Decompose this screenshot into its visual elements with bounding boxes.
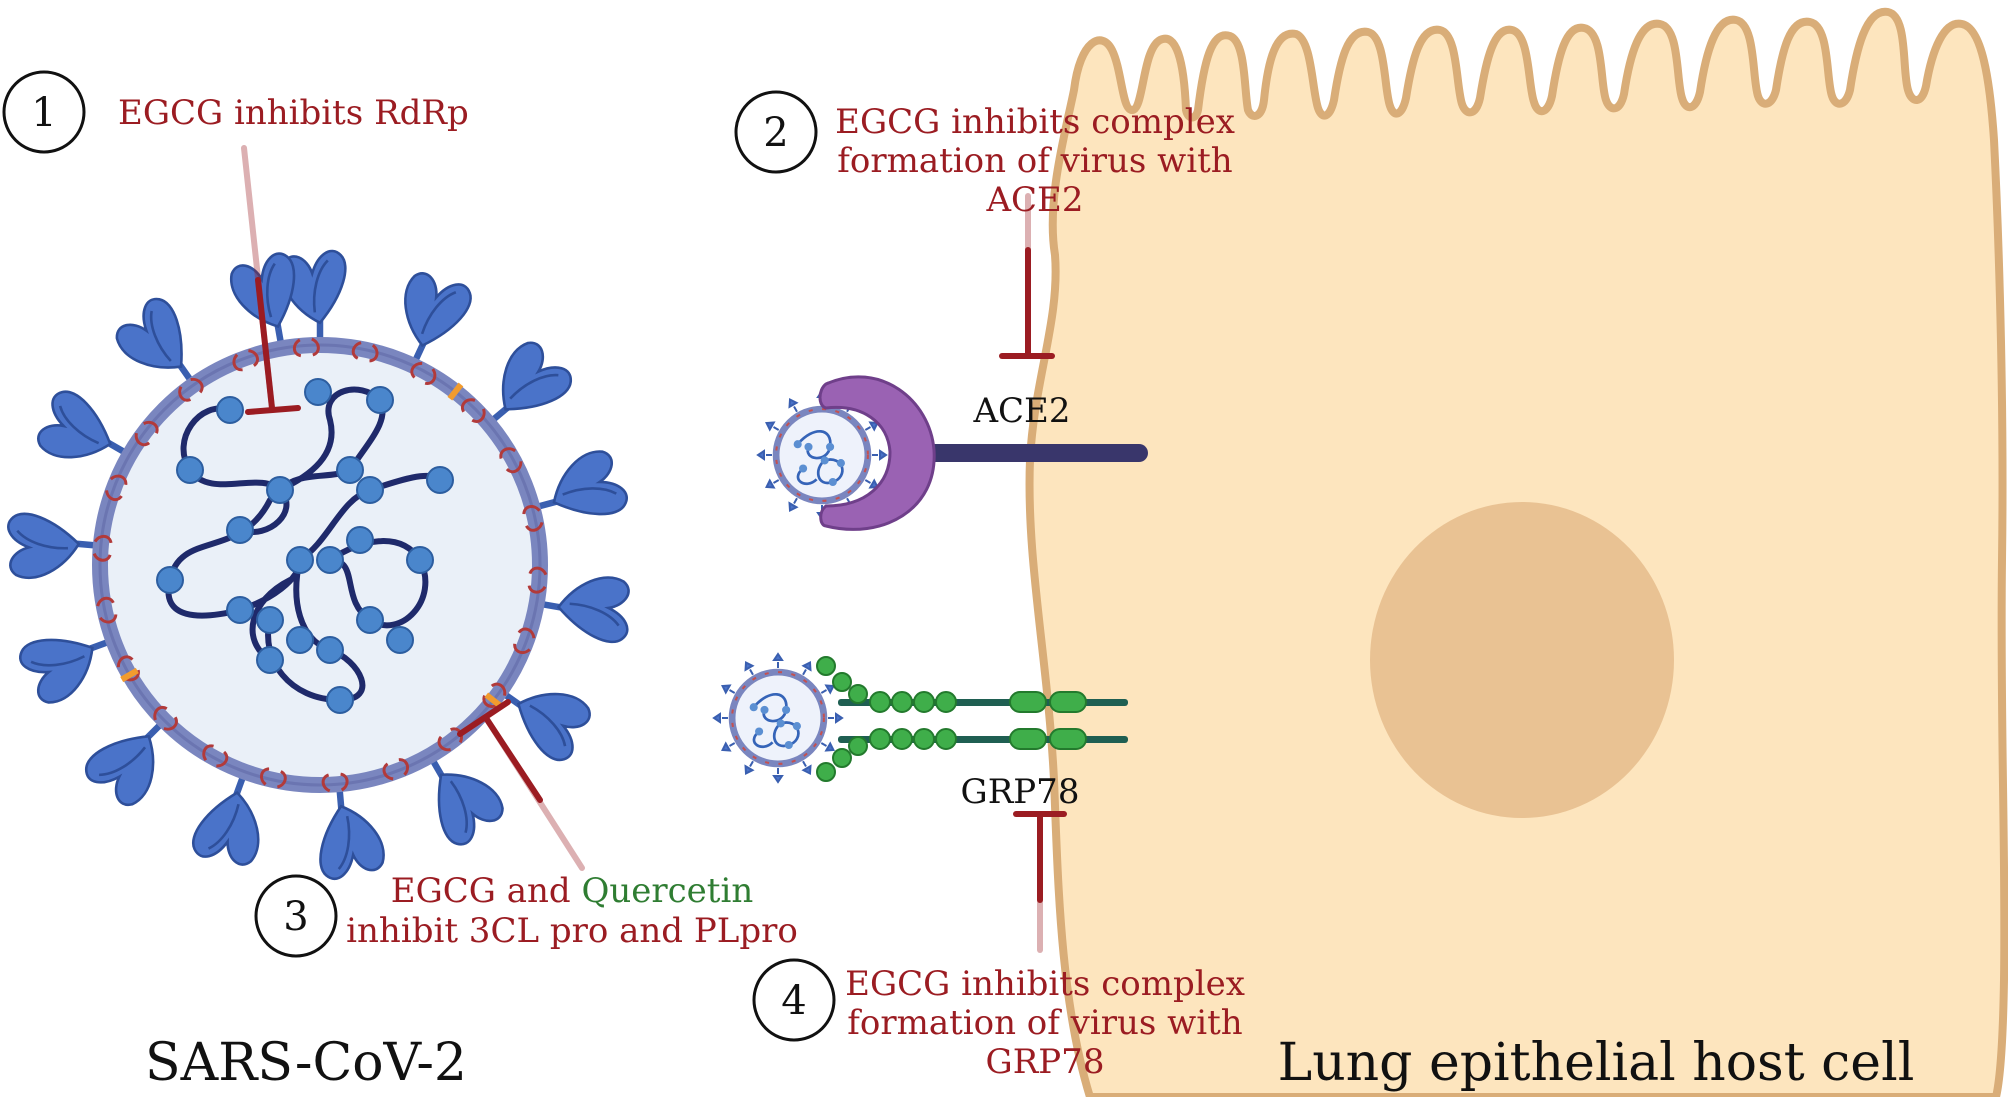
nucleocapsid-bead-10	[356, 476, 384, 504]
step-4-text-line-1: EGCG inhibits complex	[845, 964, 1245, 1004]
nucleocapsid-bead-13	[356, 606, 384, 634]
membrane-protein-2	[484, 692, 503, 709]
nucleocapsid-bead-18	[176, 456, 204, 484]
step-2: 2 EGCG inhibits complex formation of vir…	[734, 90, 1235, 220]
nucleocapsid-bead-11	[426, 466, 454, 494]
nucleus	[1370, 502, 1674, 818]
host-cell	[1025, 7, 2008, 1097]
step-4-circle	[752, 958, 836, 1042]
nucleocapsid-bead-15	[326, 686, 354, 714]
nucleocapsid-bead-4	[336, 456, 364, 484]
mini-spike-7	[756, 449, 772, 461]
mini-spike-8	[721, 684, 736, 695]
step-4: 4 EGCG inhibits complex formation of vir…	[752, 958, 1245, 1082]
membrane-protein-3	[120, 667, 139, 683]
inhibitor-line-2	[999, 193, 1055, 359]
mini-spike-1	[828, 712, 844, 724]
grp78-chain-lower	[816, 728, 1128, 782]
ace2-label: ACE2	[972, 391, 1070, 431]
inhibitor-line-3	[457, 699, 585, 871]
mini-spike-5	[744, 760, 755, 775]
inhibition-lines	[241, 145, 1067, 953]
nucleocapsid-bead-12	[406, 546, 434, 574]
step-3-circle	[254, 874, 338, 958]
ace2-binding-complex	[756, 375, 1148, 531]
nucleocapsid-bead-9	[286, 546, 314, 574]
nucleocapsid-bead-19	[316, 546, 344, 574]
mini-spike-12	[864, 421, 879, 432]
mini-spike-2	[864, 478, 879, 489]
step-2-circle	[734, 90, 818, 174]
nucleocapsid-bead-5	[366, 386, 394, 414]
step-2-number: 2	[763, 110, 788, 156]
grp78-label: GRP78	[961, 772, 1080, 812]
ace2-stalk	[920, 444, 1148, 462]
step-2-text-line-2: formation of virus with	[837, 141, 1232, 181]
membrane-protein-1	[447, 382, 464, 401]
nucleocapsid-bead-8	[226, 596, 254, 624]
nucleocapsid-bead-22	[346, 526, 374, 554]
mini-spike-12	[820, 684, 835, 695]
grp78-chain-upper	[816, 656, 1128, 713]
mini-spike-8	[765, 421, 780, 432]
step-4-text-line-2: formation of virus with	[847, 1003, 1242, 1043]
mini-spike-7	[712, 712, 728, 724]
viral-rna	[156, 378, 454, 714]
step-3-text-line-1: EGCG and Quercetin	[391, 871, 753, 911]
step-4-number: 4	[781, 978, 806, 1024]
cell-label: Lung epithelial host cell	[1278, 1033, 1915, 1093]
nucleocapsid-bead-6	[226, 516, 254, 544]
mini-spike-9	[788, 398, 799, 413]
step-1-circle	[2, 70, 86, 154]
step-1-text: EGCG inhibits RdRp	[118, 93, 469, 133]
step-3-number: 3	[283, 894, 308, 940]
nucleocapsid-bead-16	[256, 606, 284, 634]
mini-spike-5	[788, 497, 799, 512]
mini-spike-10	[772, 652, 784, 668]
step-4-text-line-3: GRP78	[986, 1042, 1105, 1082]
mini-spike-9	[744, 661, 755, 676]
spike-protein-5	[536, 566, 636, 644]
nucleocapsid-bead-14	[316, 636, 344, 664]
nucleocapsid-bead-2	[266, 476, 294, 504]
step-3-quercetin: Quercetin	[581, 871, 753, 911]
step-2-text-line-1: EGCG inhibits complex	[835, 102, 1235, 142]
ace2-receptor	[818, 375, 936, 531]
step-3: 3 EGCG and Quercetin inhibit 3CL pro and…	[254, 871, 798, 958]
sars-cov-2-virion	[4, 251, 636, 880]
mini-spike-11	[801, 661, 812, 676]
spike-protein-12	[4, 512, 99, 583]
inhibitor-line-1	[241, 145, 301, 415]
small-virus-grp78	[712, 652, 844, 784]
nucleocapsid-bead-3	[304, 378, 332, 406]
mini-spike-6	[721, 741, 736, 752]
nucleocapsid-bead-21	[386, 626, 414, 654]
step-3-text-line-2: inhibit 3CL pro and PLpro	[346, 911, 798, 951]
mini-spike-1	[872, 449, 888, 461]
nucleocapsid-bead-7	[156, 566, 184, 594]
mini-spike-2	[820, 741, 835, 752]
step-3-egcg: EGCG and	[391, 871, 582, 911]
mini-spike-4	[772, 768, 784, 784]
mini-spike-6	[765, 478, 780, 489]
mini-spike-3	[801, 760, 812, 775]
virus-label: SARS-CoV-2	[145, 1033, 467, 1093]
nucleocapsid-bead-1	[216, 396, 244, 424]
grp78-binding-complex	[712, 652, 1128, 784]
inhibitor-line-4	[1013, 811, 1067, 953]
nucleocapsid-bead-17	[256, 646, 284, 674]
spike-protein-8	[314, 785, 385, 880]
step-2-text-line-3: ACE2	[985, 180, 1083, 220]
nucleocapsid-bead-20	[286, 626, 314, 654]
step-1: 1 EGCG inhibits RdRp	[2, 70, 469, 154]
step-1-number: 1	[31, 90, 56, 136]
